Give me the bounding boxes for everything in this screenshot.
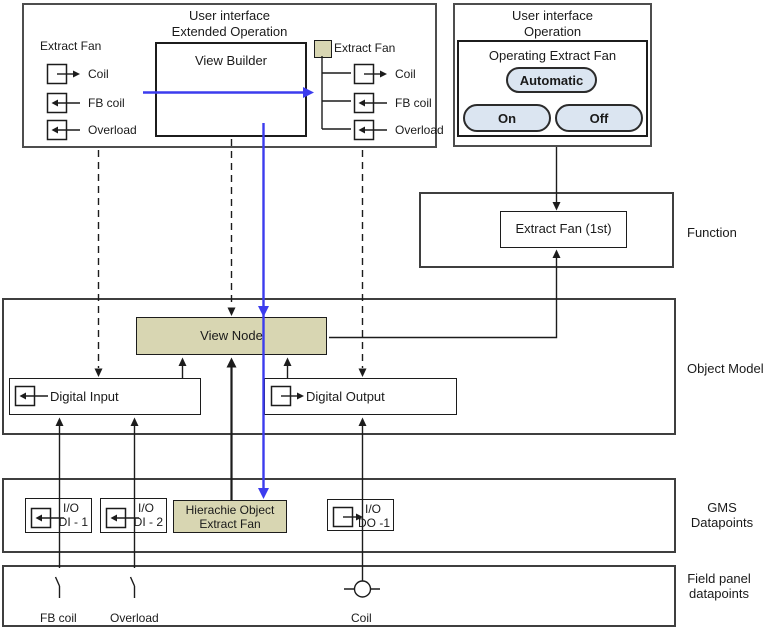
gms-section: I/O DI - 1 I/O DI - 2 Hierachie Object E… bbox=[2, 478, 676, 553]
tree-right-overload-label: Overload bbox=[395, 123, 444, 137]
hierachie-line1: Hierachie Object bbox=[185, 503, 275, 517]
fb-coil-label: FB coil bbox=[40, 611, 77, 625]
view-node-box: View Node bbox=[136, 317, 327, 355]
function-side-label: Function bbox=[687, 225, 737, 240]
datapoint-out-icon bbox=[46, 63, 80, 85]
datapoint-in-icon bbox=[353, 119, 387, 141]
datapoint-in-icon bbox=[14, 385, 48, 407]
datapoint-out-icon bbox=[332, 506, 363, 528]
io-do1-box: I/O DO -1 bbox=[327, 499, 394, 531]
gms-side-line2: Datapoints bbox=[690, 515, 754, 530]
view-builder-label: View Builder bbox=[194, 53, 268, 68]
gms-side-label: GMS Datapoints bbox=[689, 500, 755, 530]
field-panel-section: FB coil Overload Coil bbox=[2, 565, 676, 627]
extract-fan-1st-box: Extract Fan (1st) bbox=[500, 211, 627, 248]
tree-left-row-fbcoil: FB coil bbox=[46, 92, 125, 114]
datapoint-in-icon bbox=[353, 92, 387, 114]
object-model-section: View Node Digital Input Digital Output bbox=[2, 298, 676, 435]
on-button[interactable]: On bbox=[463, 104, 551, 132]
tree-left-fbcoil-label: FB coil bbox=[88, 96, 125, 110]
tree-left-coil-label: Coil bbox=[88, 67, 109, 81]
function-section: Extract Fan (1st) bbox=[419, 192, 674, 268]
do1-io-label: I/O bbox=[364, 502, 381, 516]
tree-right-fbcoil-label: FB coil bbox=[395, 96, 432, 110]
field-side-line2: datapoints bbox=[689, 586, 749, 601]
operation-panel: User interface Operation Operating Extra… bbox=[453, 3, 652, 147]
digital-input-label: Digital Input bbox=[50, 388, 119, 404]
tree-left-row-coil: Coil bbox=[46, 63, 109, 85]
coil-label: Coil bbox=[351, 611, 372, 625]
datapoint-in-icon bbox=[46, 119, 80, 141]
field-side-line1: Field panel bbox=[687, 571, 751, 586]
panel-title-line1: User interface bbox=[512, 8, 593, 23]
panel-title-line1: User interface bbox=[189, 8, 270, 23]
tree-right-row-fbcoil: FB coil bbox=[353, 92, 432, 114]
gms-side-line1: GMS bbox=[707, 500, 737, 515]
datapoint-out-icon bbox=[270, 385, 304, 407]
field-panel-side-label: Field panel datapoints bbox=[686, 571, 752, 601]
extended-operation-title: User interface Extended Operation bbox=[24, 5, 435, 40]
di1-name-label: DI - 1 bbox=[58, 515, 88, 529]
tree-right-row-overload: Overload bbox=[353, 119, 444, 141]
extract-fan-node-icon bbox=[314, 40, 332, 58]
hierachie-line2: Extract Fan bbox=[199, 517, 261, 531]
tree-left-header: Extract Fan bbox=[40, 39, 102, 53]
io-di2-box: I/O DI - 2 bbox=[100, 498, 167, 533]
operating-extract-fan-box: Operating Extract Fan Automatic On Off bbox=[457, 40, 648, 137]
digital-output-label: Digital Output bbox=[306, 388, 385, 404]
datapoint-in-icon bbox=[46, 92, 80, 114]
tree-left-row-overload: Overload bbox=[46, 119, 137, 141]
operation-title: User interface Operation bbox=[455, 5, 650, 40]
operating-group-title: Operating Extract Fan bbox=[488, 48, 617, 63]
datapoint-in-icon bbox=[105, 507, 139, 529]
di1-io-label: I/O bbox=[62, 501, 79, 515]
do1-name-label: DO -1 bbox=[357, 516, 390, 530]
digital-output-row: Digital Output bbox=[270, 385, 385, 407]
extended-operation-panel: User interface Extended Operation Extrac… bbox=[22, 3, 444, 148]
digital-input-row: Digital Input bbox=[14, 385, 119, 407]
di2-io-label: I/O bbox=[137, 501, 154, 515]
hierachie-object-box: Hierachie Object Extract Fan bbox=[173, 500, 287, 533]
io-di1-box: I/O DI - 1 bbox=[25, 498, 92, 533]
panel-title-line2: Extended Operation bbox=[171, 24, 288, 39]
tree-right-header: Extract Fan bbox=[334, 41, 396, 55]
view-builder-box: View Builder bbox=[155, 42, 307, 137]
automatic-button[interactable]: Automatic bbox=[506, 67, 597, 93]
tree-right-row-coil: Coil bbox=[353, 63, 416, 85]
tree-right-coil-label: Coil bbox=[395, 67, 416, 81]
off-button[interactable]: Off bbox=[555, 104, 643, 132]
digital-input-box: Digital Input bbox=[9, 378, 201, 415]
tree-left-overload-label: Overload bbox=[88, 123, 137, 137]
datapoint-in-icon bbox=[30, 507, 64, 529]
overload-label: Overload bbox=[110, 611, 159, 625]
object-model-side-label: Object Model bbox=[687, 361, 764, 376]
datapoint-out-icon bbox=[353, 63, 387, 85]
panel-title-line2: Operation bbox=[523, 24, 582, 39]
digital-output-box: Digital Output bbox=[264, 378, 457, 415]
di2-name-label: DI - 2 bbox=[133, 515, 163, 529]
